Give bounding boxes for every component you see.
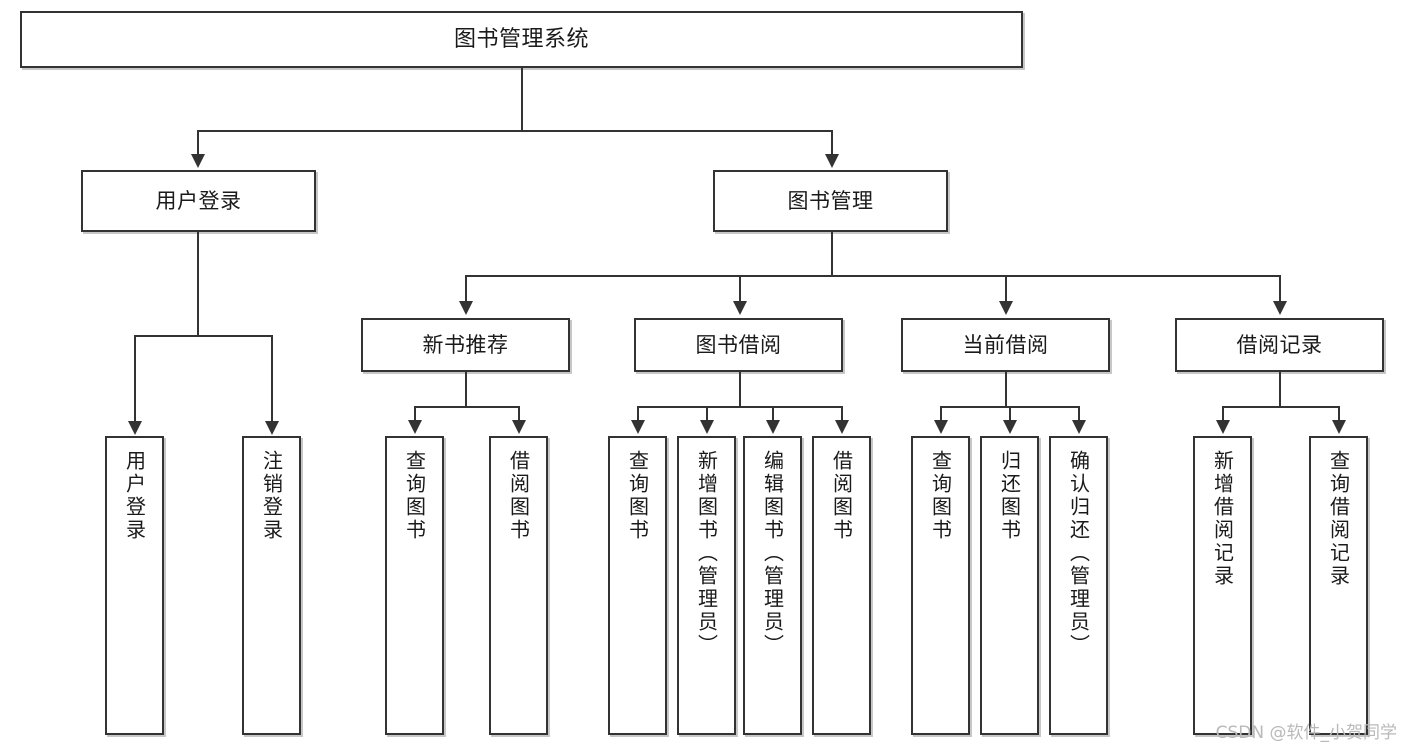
connector-user-login-bar [134, 335, 273, 337]
node-label: 归还图书 [997, 450, 1022, 542]
node-label: 新书推荐 [422, 332, 509, 357]
connector-new-book-leaf-1 [414, 406, 416, 422]
node-label: 确认归还（管理员） [1066, 450, 1091, 657]
leaf-borrow-borrow-book[interactable]: 借阅图书 [812, 436, 871, 735]
node-label: 用户登录 [122, 450, 147, 542]
node-label: 查询图书 [928, 450, 953, 542]
connector-borrow-book-leaf-1 [637, 406, 639, 422]
node-root-system[interactable]: 图书管理系统 [20, 11, 1023, 68]
arrow-icon-borrow-record-leaf-1 [1216, 420, 1230, 434]
connector-new-book-bar [414, 406, 519, 408]
connector-current-borrow-leaf-2 [1009, 406, 1011, 422]
connector-borrow-book-leaf-3 [772, 406, 774, 422]
arrow-icon-to-borrow-record [1273, 301, 1287, 315]
arrow-icon-root-to-user-login [191, 154, 205, 168]
connector-to-borrow-book [739, 275, 741, 303]
leaf-current-query-book[interactable]: 查询图书 [911, 436, 970, 735]
arrow-icon-root-to-book-manage [825, 154, 839, 168]
node-book-management[interactable]: 图书管理 [713, 170, 948, 232]
leaf-record-query-borrow-record[interactable]: 查询借阅记录 [1309, 436, 1368, 735]
connector-book-manage-bar [465, 275, 1280, 277]
node-label: 借阅图书 [506, 450, 531, 542]
arrow-icon-user-login-leaf-2 [265, 421, 279, 435]
connector-root-stem [521, 68, 523, 130]
connector-to-borrow-record [1279, 275, 1281, 303]
arrow-icon-current-borrow-leaf-2 [1003, 420, 1017, 434]
leaf-logout-login[interactable]: 注销登录 [242, 436, 301, 735]
node-borrow-record[interactable]: 借阅记录 [1175, 318, 1384, 372]
node-current-borrow[interactable]: 当前借阅 [901, 318, 1110, 372]
connector-current-borrow-leaf-1 [940, 406, 942, 422]
connector-borrow-record-leaf-1 [1222, 406, 1224, 422]
arrow-icon-to-borrow-book [733, 301, 747, 315]
node-new-book-recommend[interactable]: 新书推荐 [361, 318, 570, 372]
node-label: 用户登录 [155, 188, 242, 213]
leaf-borrow-edit-book-admin[interactable]: 编辑图书（管理员） [743, 436, 802, 735]
connector-borrow-book-leaf-2 [706, 406, 708, 422]
arrow-icon-borrow-book-leaf-4 [835, 420, 849, 434]
arrow-icon-current-borrow-leaf-1 [934, 420, 948, 434]
node-label: 新增借阅记录 [1210, 450, 1235, 588]
arrow-icon-new-book-leaf-2 [512, 420, 526, 434]
arrow-icon-borrow-record-leaf-2 [1332, 420, 1346, 434]
leaf-record-add-borrow-record[interactable]: 新增借阅记录 [1193, 436, 1252, 735]
leaf-new-book-query-book[interactable]: 查询图书 [385, 436, 444, 735]
arrow-icon-user-login-leaf-1 [128, 421, 142, 435]
node-label: 编辑图书（管理员） [760, 450, 785, 657]
connector-borrow-record-bar [1222, 406, 1339, 408]
leaf-new-book-borrow-book[interactable]: 借阅图书 [489, 436, 548, 735]
connector-borrow-record-leaf-2 [1338, 406, 1340, 422]
connector-borrow-book-leaf-4 [841, 406, 843, 422]
connector-current-borrow-stem [1005, 372, 1007, 406]
node-label: 当前借阅 [962, 332, 1049, 357]
node-label: 查询图书 [402, 450, 427, 542]
connector-new-book-stem [465, 372, 467, 406]
connector-root-to-book-manage [831, 130, 833, 156]
leaf-current-return-book[interactable]: 归还图书 [980, 436, 1039, 735]
watermark-text: CSDN @软件_小贺同学 [1215, 723, 1397, 743]
arrow-icon-current-borrow-leaf-3 [1072, 420, 1086, 434]
leaf-borrow-query-book[interactable]: 查询图书 [608, 436, 667, 735]
node-label: 图书管理系统 [453, 26, 589, 52]
node-label: 注销登录 [259, 450, 284, 542]
connector-user-login-leaf-2 [271, 335, 273, 423]
connector-to-new-book [465, 275, 467, 303]
connector-borrow-book-bar [637, 406, 842, 408]
node-label: 图书借阅 [695, 332, 782, 357]
connector-borrow-record-stem [1279, 372, 1281, 406]
arrow-icon-borrow-book-leaf-3 [766, 420, 780, 434]
connector-book-manage-stem [831, 232, 833, 275]
connector-root-bar [197, 130, 833, 132]
connector-borrow-book-stem [739, 372, 741, 406]
arrow-icon-to-new-book [459, 301, 473, 315]
connector-root-to-user-login [197, 130, 199, 156]
arrow-icon-new-book-leaf-1 [408, 420, 422, 434]
arrow-icon-borrow-book-leaf-2 [700, 420, 714, 434]
connector-current-borrow-leaf-3 [1078, 406, 1080, 422]
connector-user-login-stem [197, 232, 199, 335]
connector-new-book-leaf-2 [518, 406, 520, 422]
arrow-icon-to-current-borrow [999, 301, 1013, 315]
leaf-borrow-add-book-admin[interactable]: 新增图书（管理员） [677, 436, 736, 735]
node-label: 新增图书（管理员） [694, 450, 719, 657]
node-book-borrow[interactable]: 图书借阅 [634, 318, 843, 372]
node-label: 查询图书 [625, 450, 650, 542]
node-user-login[interactable]: 用户登录 [81, 170, 316, 232]
node-label: 查询借阅记录 [1326, 450, 1351, 588]
node-label: 图书管理 [787, 188, 874, 213]
leaf-user-login[interactable]: 用户登录 [105, 436, 164, 735]
connector-to-current-borrow [1005, 275, 1007, 303]
node-label: 借阅图书 [829, 450, 854, 542]
leaf-current-confirm-return-admin[interactable]: 确认归还（管理员） [1049, 436, 1108, 735]
connector-user-login-leaf-1 [134, 335, 136, 423]
node-label: 借阅记录 [1236, 332, 1323, 357]
arrow-icon-borrow-book-leaf-1 [631, 420, 645, 434]
